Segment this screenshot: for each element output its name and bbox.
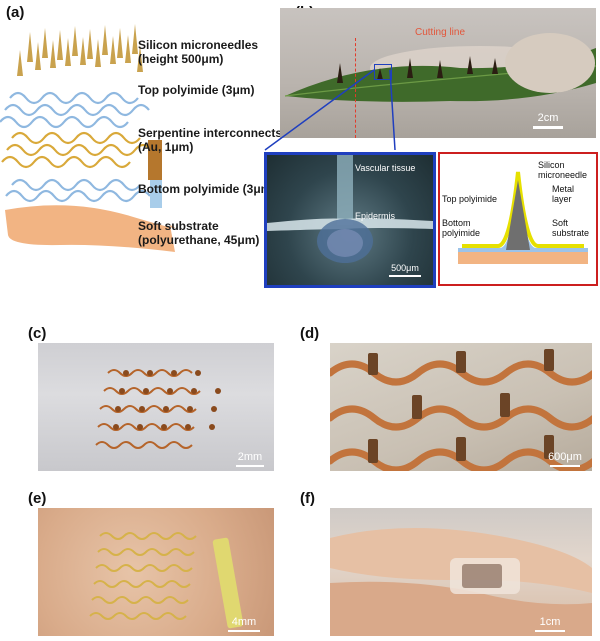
top-polyimide-layer [0,91,150,129]
leaf-scale-bar: 2cm [528,112,568,129]
device-on-skin-photo: 4mm [38,508,274,636]
schematic-top-polyimide-label: Top polyimide [442,194,498,204]
layer-label-interconnects: Serpentine interconnects(Au, 1μm) [138,126,283,154]
zoom-connector-lines [264,69,396,151]
leaf-highlight-box [374,64,392,80]
panel-e-scale-bar: 4mm [224,616,264,632]
panel-d-label: (d) [300,325,320,342]
panel-a-label: (a) [6,4,25,21]
epidermis-label: Epidermis [355,211,396,221]
microscope-inset: Vascular tissue Epidermis 500μm [264,152,436,288]
cutting-line-marker [355,38,356,138]
layer-label-microneedles: Silicon microneedles(height 500μm) [138,38,259,66]
cutting-line-label: Cutting line [415,27,466,38]
panel-c-label: (c) [28,325,47,342]
panel-f-scale-bar: 1cm [530,616,570,632]
device-on-curved-surface-photo: 2mm [38,343,274,471]
vascular-tissue-label: Vascular tissue [355,163,416,173]
serpentine-interconnects-layer [1,131,152,169]
bottom-polyimide-layer [5,178,151,203]
layer-label-substrate: Soft substrate(polyurethane, 45μm) [138,219,260,247]
layer-stack-illustration [0,24,175,252]
polyimide-pad [150,180,162,208]
device-on-finger-photo: 1cm [330,508,592,636]
microneedle-closeup-photo: 600μm [330,343,592,471]
panel-f-label: (f) [300,490,315,507]
panel-c-scale-bar: 2mm [230,451,270,467]
leaf-photo: Cutting line 2cm [280,8,596,138]
panel-d-scale-bar: 600μm [540,451,590,467]
gold-pad [148,140,162,180]
soft-substrate-layer [5,205,175,252]
microneedles-layer [17,24,143,76]
panel-e-label: (e) [28,490,47,507]
layer-label-bottom-polyimide: Bottom polyimide (3μm) [138,182,276,196]
layer-label-top-polyimide: Top polyimide (3μm) [138,83,255,97]
inset-scale-bar: 500μm [385,263,425,277]
